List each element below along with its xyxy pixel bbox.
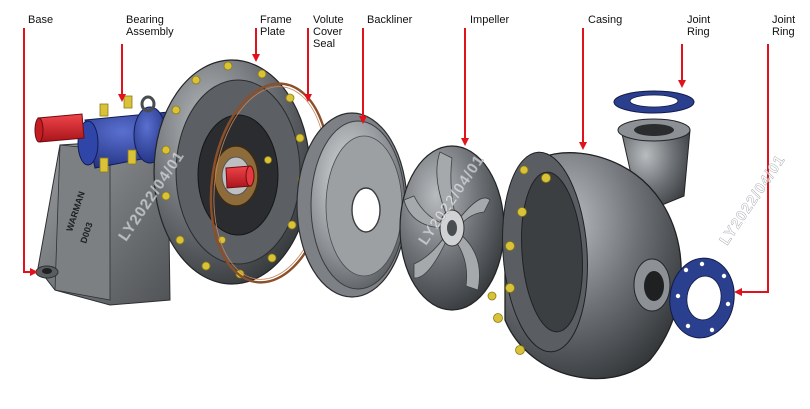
clamp-bolt: [127, 149, 137, 165]
label-frame-plate: Frame Plate: [260, 14, 292, 38]
backliner-part: [296, 112, 408, 298]
label-casing: Casing: [588, 14, 623, 26]
watermark-3: LY2022/04/01: [716, 152, 789, 248]
leader-frame-plate: [252, 28, 260, 62]
clamp-bolt: [99, 157, 109, 173]
label-base: Base: [28, 14, 54, 26]
casing-bolts: [487, 165, 551, 355]
label-joint-ring-side: Joint Ring: [772, 14, 796, 38]
label-bearing-assembly: Bearing Assembly: [126, 14, 174, 38]
label-impeller: Impeller: [470, 14, 510, 26]
label-joint-ring-top: Joint Ring: [687, 14, 711, 38]
impeller-part: [399, 145, 505, 311]
leader-joint-ring-top: [678, 44, 686, 88]
leader-backliner: [359, 28, 367, 124]
joint-ring-holes: [675, 261, 731, 333]
leader-volute-cover-seal: [304, 28, 312, 102]
joint-ring-side-part: [669, 257, 735, 339]
joint-ring-top-part: [613, 90, 695, 114]
label-volute-cover-seal: Volute Cover Seal: [313, 14, 344, 50]
clamp-bolt: [123, 95, 133, 109]
leader-impeller: [461, 28, 469, 146]
drive-shaft-end: [34, 113, 85, 143]
clamp-bolt: [99, 103, 109, 117]
leader-base: [23, 28, 38, 276]
leader-lines: [23, 28, 769, 296]
leader-bearing-assembly: [118, 44, 126, 102]
label-backliner: Backliner: [367, 14, 413, 26]
base-part: WARMAN D003: [35, 139, 171, 306]
casing-part: [487, 118, 691, 380]
leader-casing: [579, 28, 587, 150]
leader-joint-ring-side: [734, 44, 769, 296]
